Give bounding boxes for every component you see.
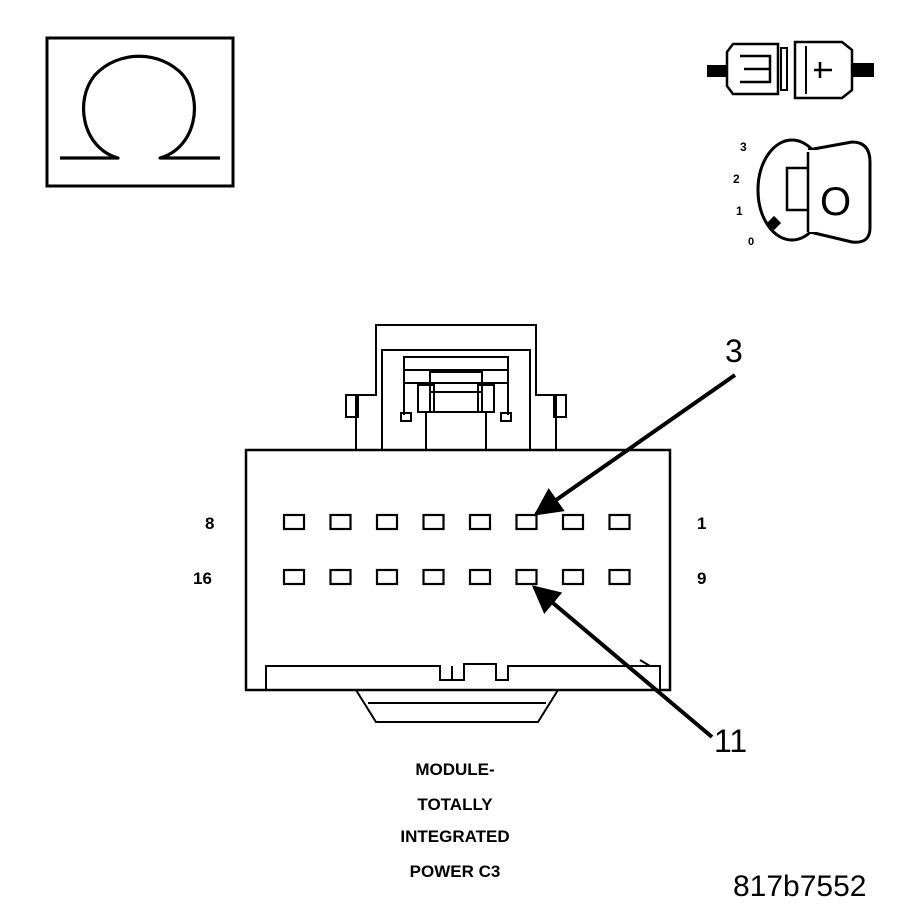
- pin-cavity-8: [282, 513, 306, 531]
- pin-cavity-14: [375, 568, 399, 586]
- pin-cavity-4: [468, 513, 492, 531]
- ignition-position-indicator: [766, 215, 782, 231]
- pin-cavity-12: [468, 568, 492, 586]
- ignition-position-1: 1: [736, 204, 743, 218]
- pin-cavity-10: [561, 568, 585, 586]
- connector-caption: MODULE- TOTALLY INTEGRATED POWER C3: [400, 760, 509, 881]
- pin-cavity-16: [282, 568, 306, 586]
- disconnected-connector-icon: [707, 40, 874, 100]
- connector-body: [244, 324, 672, 723]
- pin-cavity-11: [515, 568, 538, 586]
- row2-right-label: 9: [697, 569, 706, 588]
- pin-cavity-7: [329, 513, 352, 531]
- pin-cavity-13: [422, 568, 445, 586]
- pin-row-1: [282, 513, 631, 531]
- callout-pin-11: 11: [531, 585, 747, 759]
- ignition-position-3: 3: [740, 140, 747, 154]
- row1-right-label: 1: [697, 514, 706, 533]
- pin-cavity-5: [422, 513, 445, 531]
- pin-cavity-2: [561, 513, 585, 531]
- row2-left-label: 16: [193, 569, 212, 588]
- ignition-position-0: 0: [748, 236, 754, 248]
- callout-arrow-pin-3: [533, 373, 737, 516]
- ignition-key-label: O: [820, 180, 851, 224]
- caption-line-1: MODULE-: [415, 760, 494, 779]
- callout-arrow-pin-11: [531, 585, 714, 739]
- figure-id: 817b7552: [733, 870, 866, 903]
- caption-line-2: TOTALLY: [417, 795, 493, 814]
- ohm-meter-icon: [45, 36, 235, 188]
- pin-cavity-9: [608, 568, 631, 586]
- caption-line-3: INTEGRATED: [400, 827, 509, 846]
- pin-cavity-1: [608, 513, 631, 531]
- pin-cavity-15: [329, 568, 352, 586]
- callout-pin-3: 3: [533, 333, 743, 516]
- row1-left-label: 8: [205, 514, 214, 533]
- pin-row-2: [282, 568, 631, 586]
- caption-line-4: POWER C3: [410, 862, 501, 881]
- pin-cavity-3: [515, 513, 538, 531]
- pin-cavity-6: [375, 513, 399, 531]
- ignition-key-icon: 3 2 1 0 O: [733, 138, 872, 248]
- callout-label-pin-11: 11: [714, 723, 747, 759]
- ignition-position-2: 2: [733, 172, 740, 186]
- callout-label-pin-3: 3: [725, 333, 743, 369]
